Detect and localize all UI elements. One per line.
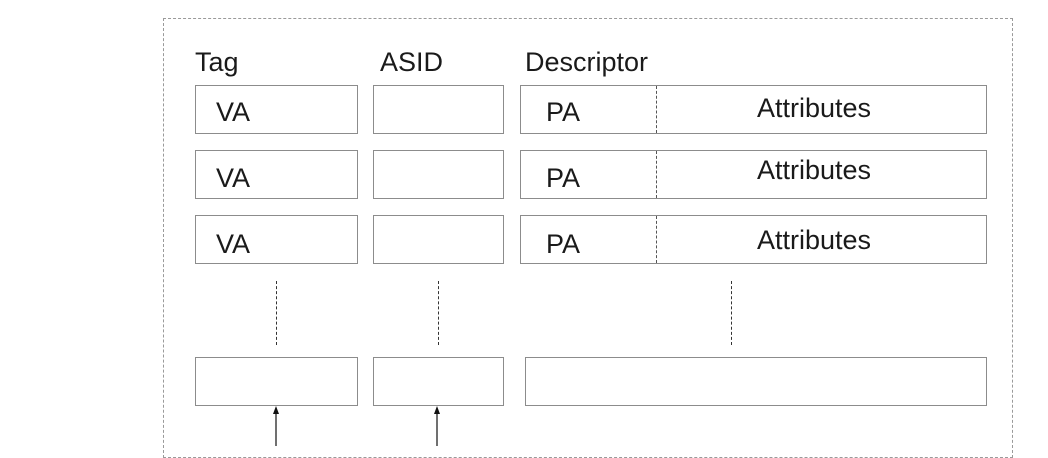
tag-arrowhead — [273, 406, 279, 414]
header-tag: Tag — [195, 47, 239, 77]
tag-cell: VA — [195, 150, 358, 199]
tag-value: VA — [216, 229, 251, 259]
tag-cell: VA — [195, 85, 358, 134]
asid-cell-last — [373, 357, 504, 406]
continuation-dash-descriptor — [731, 281, 732, 345]
asid-cell — [373, 150, 504, 199]
descriptor-cell: PA Attributes — [520, 150, 987, 199]
header-asid: ASID — [380, 47, 444, 77]
tag-value: VA — [216, 163, 251, 193]
tag-value: VA — [216, 97, 251, 127]
descriptor-cell-last — [525, 357, 987, 406]
descriptor-cell: PA Attributes — [520, 215, 987, 264]
attributes-value: Attributes — [757, 225, 872, 255]
asid-cell — [373, 215, 504, 264]
descriptor-divider — [656, 151, 657, 198]
asid-arrowhead — [434, 406, 440, 414]
descriptor-cell: PA Attributes — [520, 85, 987, 134]
tag-cell: VA — [195, 215, 358, 264]
pa-value: PA — [546, 229, 581, 259]
attributes-value: Attributes — [757, 93, 872, 123]
descriptor-divider — [656, 216, 657, 263]
continuation-dash-tag — [276, 281, 277, 345]
descriptor-divider — [656, 86, 657, 133]
pa-value: PA — [546, 97, 581, 127]
continuation-dash-asid — [438, 281, 439, 345]
header-descriptor: Descriptor — [525, 47, 649, 77]
incoming-arrows — [273, 406, 440, 446]
tag-cell-last — [195, 357, 358, 406]
attributes-value: Attributes — [757, 155, 872, 185]
asid-cell — [373, 85, 504, 134]
pa-value: PA — [546, 163, 581, 193]
